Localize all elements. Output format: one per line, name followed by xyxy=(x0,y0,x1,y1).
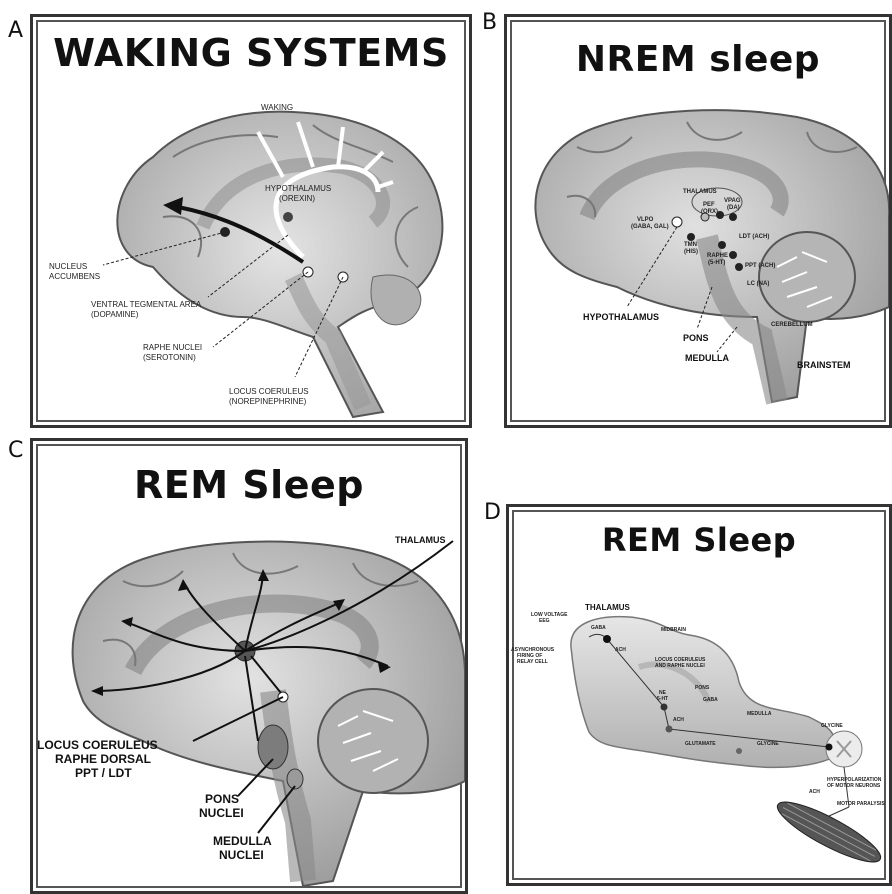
label-ach-mid: ACH xyxy=(673,717,684,724)
label-gaba-pons: GABA xyxy=(703,697,718,704)
label-thalamus-c: THALAMUS xyxy=(395,535,446,545)
label-medulla-d: MEDULLA xyxy=(747,711,771,718)
brainstem-illustration-d xyxy=(509,507,892,886)
label-gaba-top: GABA xyxy=(591,625,606,632)
panel-letter-c: C xyxy=(8,438,23,463)
label-async-3: RELAY CELL xyxy=(517,659,548,666)
label-ldt: LDT (ACH) xyxy=(739,234,769,241)
label-tmn-1: TMN xyxy=(684,242,697,249)
panel-c: REM Sleep THALAMUS xyxy=(30,438,468,894)
brain-illustration-a xyxy=(33,17,472,428)
label-ach-muscle: ACH xyxy=(809,789,820,796)
panel-b: NREM sleep THALAMUS PEF (ORX) VPAG (DA) … xyxy=(504,14,892,428)
label-lc-d-2: AND RAPHE NUCLEI xyxy=(655,663,705,670)
brain-illustration-c xyxy=(33,441,468,894)
label-medulla-b: MEDULLA xyxy=(685,353,729,363)
label-waking: WAKING xyxy=(261,103,293,112)
label-lc-c-1: LOCUS COERULEUS xyxy=(37,739,158,752)
label-midbrain: MIDBRAIN xyxy=(661,627,686,634)
label-ach-top: ACH xyxy=(615,647,626,654)
label-pons: PONS xyxy=(683,333,709,343)
label-5ht: 5-HT xyxy=(657,696,668,703)
label-vlpo-2: (GABA, GAL) xyxy=(631,224,669,231)
label-hyper-2: OF MOTOR NEURONS xyxy=(827,783,880,790)
panel-letter-b: B xyxy=(482,10,497,35)
label-vta-1: VENTRAL TEGMENTAL AREA xyxy=(91,300,201,309)
panel-d: REM Sleep THALAMUS LOW VOLTAGE EEG xyxy=(506,504,892,886)
label-vta-2: (DOPAMINE) xyxy=(91,310,138,319)
label-brainstem: BRAINSTEM xyxy=(797,360,851,370)
label-hypothalamus-a: HYPOTHALAMUS xyxy=(265,184,331,193)
label-pons-c-2: NUCLEI xyxy=(199,807,244,820)
label-medulla-c-2: NUCLEI xyxy=(219,849,264,862)
label-cerebellum: CEREBELLUM xyxy=(771,322,813,329)
label-orexin: (OREXIN) xyxy=(279,194,315,203)
label-glycine-mid: GLYCINE xyxy=(757,741,779,748)
label-paralysis: MOTOR PARALYSIS xyxy=(837,801,885,808)
label-thalamus-d: THALAMUS xyxy=(585,603,630,613)
label-lc-c-2: RAPHE DORSAL xyxy=(55,753,151,766)
label-thalamus-b: THALAMUS xyxy=(683,189,717,196)
panel-letter-d: D xyxy=(484,500,501,525)
panel-letter-a: A xyxy=(8,18,23,43)
label-ppt: PPT (ACH) xyxy=(745,263,775,270)
label-raphe-1: RAPHE NUCLEI xyxy=(143,343,202,352)
label-glycine-cord: GLYCINE xyxy=(821,723,843,730)
label-pef-2: (ORX) xyxy=(701,209,718,216)
label-pons-c-1: PONS xyxy=(205,793,239,806)
label-nucleus-accumbens-2: ACCUMBENS xyxy=(49,272,100,281)
label-lc-c-3: PPT / LDT xyxy=(75,767,132,780)
label-tmn-2: (HIS) xyxy=(684,249,698,256)
label-vpag-1: VPAG xyxy=(724,198,741,205)
label-lc-b: LC (NA) xyxy=(747,281,769,288)
label-hypothalamus-b: HYPOTHALAMUS xyxy=(583,312,659,322)
panel-a: WAKING SYSTEMS WAKING HYPOTHALAMUS (OREX… xyxy=(30,14,472,428)
label-medulla-c-1: MEDULLA xyxy=(213,835,272,848)
label-lc-2: (NOREPINEPHRINE) xyxy=(229,397,306,406)
label-low-voltage-2: EEG xyxy=(539,618,550,625)
label-lc-1: LOCUS COERULEUS xyxy=(229,387,309,396)
label-pef-1: PEF xyxy=(703,202,715,209)
label-raphe-b-2: (5-HT) xyxy=(708,260,725,267)
label-raphe-2: (SEROTONIN) xyxy=(143,353,196,362)
label-vlpo-1: VLPO xyxy=(637,217,653,224)
label-vpag-2: (DA) xyxy=(727,205,740,212)
label-pons-d: PONS xyxy=(695,685,709,692)
label-nucleus-accumbens-1: NUCLEUS xyxy=(49,262,87,271)
label-raphe-b-1: RAPHE xyxy=(707,253,728,260)
label-glutamate: GLUTAMATE xyxy=(685,741,716,748)
